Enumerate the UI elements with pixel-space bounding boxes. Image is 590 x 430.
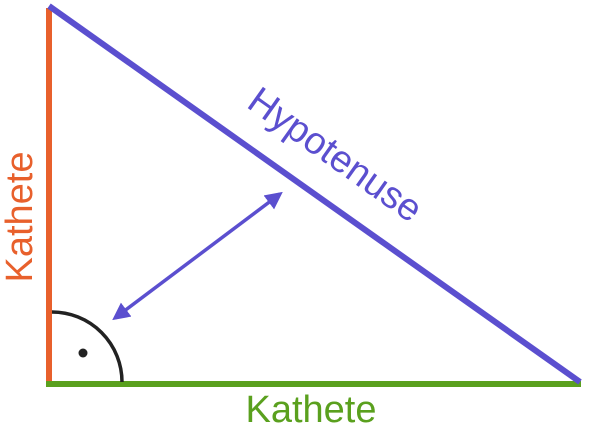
- right-angle-dot: [78, 348, 88, 358]
- hypotenuse-line: [47, 3, 582, 385]
- right-angle-arc: [51, 310, 124, 383]
- vertical-leg-label: Kathete: [0, 152, 41, 283]
- horizontal-leg-label: Kathete: [246, 389, 377, 430]
- double-arrow: [112, 191, 283, 321]
